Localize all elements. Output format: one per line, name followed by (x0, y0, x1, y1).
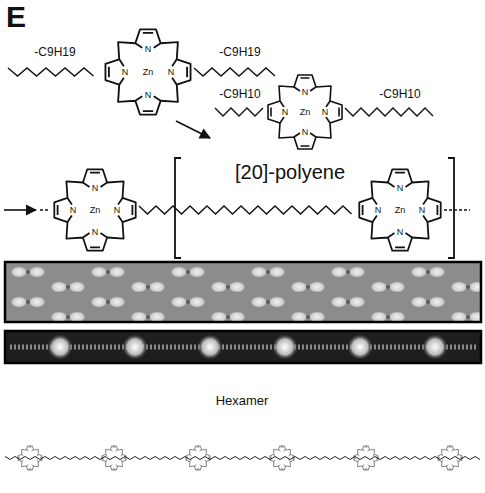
metal-atom: Zn (394, 206, 407, 215)
nitrogen-atom: N (321, 108, 330, 117)
nitrogen-atom: N (91, 228, 100, 237)
substituent-label: -C9H10 (379, 88, 420, 100)
nitrogen-atom: N (396, 184, 405, 193)
polymer-label: [20]-polyene (235, 162, 345, 182)
nitrogen-atom: N (167, 68, 176, 77)
metal-atom: Zn (89, 206, 102, 215)
nitrogen-atom: N (69, 206, 78, 215)
nitrogen-atom: N (121, 68, 130, 77)
nitrogen-atom: N (396, 228, 405, 237)
nitrogen-atom: N (301, 128, 310, 137)
substituent-label: -C9H10 (219, 88, 260, 100)
nitrogen-atom: N (281, 108, 290, 117)
panel-letter: E (6, 2, 26, 32)
nitrogen-atom: N (91, 184, 100, 193)
metal-atom: Zn (299, 108, 312, 117)
substituent-label: -C9H19 (34, 46, 75, 58)
nitrogen-atom: N (144, 45, 153, 54)
nitrogen-atom: N (374, 206, 383, 215)
nitrogen-atom: N (144, 91, 153, 100)
nitrogen-atom: N (113, 206, 122, 215)
caption-label: Hexamer (216, 394, 269, 407)
substituent-label: -C9H19 (219, 46, 260, 58)
metal-atom: Zn (142, 68, 155, 77)
nitrogen-atom: N (301, 88, 310, 97)
nitrogen-atom: N (418, 206, 427, 215)
